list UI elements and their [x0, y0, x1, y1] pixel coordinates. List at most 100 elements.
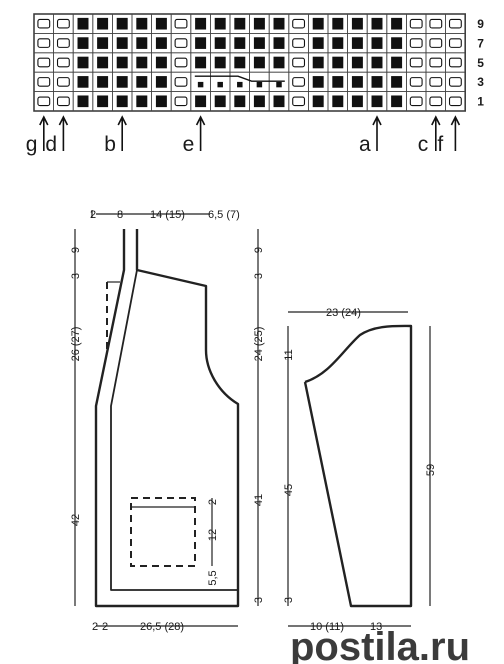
purl-stitch-mark	[97, 76, 109, 88]
purl-stitch-mark	[234, 17, 246, 30]
purl-stitch-mark	[97, 56, 109, 69]
dim-bottom-2a: 2	[92, 621, 98, 633]
arrow-marker	[372, 115, 382, 151]
purl-stitch-mark	[234, 56, 246, 69]
purl-stitch-mark	[253, 95, 265, 108]
dim-pocket-2: 2	[207, 499, 219, 505]
purl-stitch-mark	[253, 37, 265, 49]
knit-stitch-mark	[56, 18, 70, 29]
dim-left-3: 3	[70, 273, 82, 279]
purl-stitch-mark	[351, 76, 363, 88]
purl-stitch-mark	[195, 37, 207, 49]
purl-stitch-mark	[253, 17, 265, 30]
arrow-marker	[58, 115, 69, 151]
knit-stitch-mark	[56, 57, 70, 68]
purl-stitch-mark	[312, 37, 324, 49]
purl-stitch-mark	[273, 95, 285, 108]
purl-stitch-mark	[351, 17, 363, 30]
dim-bottom-2b: 2	[102, 621, 108, 633]
knit-stitch-mark	[429, 96, 443, 107]
purl-stitch-mark	[332, 37, 344, 49]
purl-stitch-mark	[116, 56, 128, 69]
arrow-label: a	[359, 133, 371, 156]
watermark: postila.ru	[290, 625, 470, 664]
row-label: 5	[477, 56, 484, 70]
knit-stitch-mark	[292, 38, 306, 48]
purl-stitch-mark	[116, 95, 128, 108]
purl-stitch-mark	[77, 56, 89, 69]
purl-stitch-mark	[332, 95, 344, 108]
row-label: 7	[477, 36, 484, 50]
purl-stitch-mark	[195, 95, 207, 108]
purl-stitch-mark	[371, 37, 383, 49]
purl-stitch-mark	[256, 81, 263, 88]
purl-stitch-mark	[391, 37, 403, 49]
knit-stitch-mark	[448, 38, 462, 48]
knit-stitch-mark	[448, 96, 462, 107]
purl-stitch-mark	[371, 17, 383, 30]
purl-stitch-mark	[312, 56, 324, 69]
purl-stitch-mark	[351, 37, 363, 49]
knit-stitch-mark	[448, 18, 462, 29]
dim-top-14: 14 (15)	[150, 209, 185, 221]
arrow-label: e	[183, 133, 195, 156]
dim-right-24: 24 (25)	[253, 327, 265, 362]
dim-bottom-26-5: 26,5 (28)	[140, 621, 184, 633]
dim-sleeve-59: 59	[425, 464, 437, 476]
purl-stitch-mark	[116, 76, 128, 88]
purl-stitch-mark	[214, 56, 226, 69]
purl-stitch-mark	[371, 76, 383, 88]
arrow-marker	[39, 115, 49, 151]
purl-stitch-mark	[97, 37, 109, 49]
purl-stitch-mark	[273, 17, 285, 30]
purl-stitch-mark	[391, 95, 403, 108]
purl-stitch-mark	[391, 17, 403, 30]
knit-stitch-mark	[448, 77, 462, 87]
purl-stitch-mark	[237, 81, 243, 88]
purl-stitch-mark	[136, 76, 148, 88]
purl-stitch-mark	[155, 56, 167, 69]
purl-stitch-mark	[351, 56, 363, 69]
dim-sleeve-3: 3	[283, 597, 295, 603]
dim-right-41: 41	[253, 494, 265, 506]
arrow-label: b	[104, 133, 116, 156]
knit-stitch-mark	[409, 96, 423, 107]
knit-stitch-mark	[56, 38, 70, 48]
purl-stitch-mark	[155, 37, 167, 49]
purl-stitch-mark	[155, 95, 167, 108]
purl-stitch-mark	[97, 95, 109, 108]
dim-top-6-5: 6,5 (7)	[208, 209, 240, 221]
arrow-label: c	[418, 133, 429, 156]
purl-stitch-mark	[155, 76, 167, 88]
purl-stitch-mark	[136, 17, 148, 30]
dim-pocket-12: 12	[207, 529, 219, 541]
chart-cell	[445, 91, 466, 112]
knit-stitch-mark	[292, 77, 306, 87]
purl-stitch-mark	[77, 37, 89, 49]
dim-right-3-bottom: 3	[253, 597, 265, 603]
purl-stitch-mark	[312, 17, 324, 30]
purl-stitch-mark	[371, 56, 383, 69]
pocket-outline	[130, 497, 196, 567]
dim-right-9: 9	[253, 247, 265, 253]
knit-stitch-mark	[292, 96, 306, 107]
knit-stitch-mark	[37, 77, 51, 87]
purl-stitch-mark	[217, 81, 223, 88]
knit-stitch-mark	[174, 96, 188, 107]
arrow-marker	[431, 115, 441, 151]
purl-stitch-mark	[77, 17, 89, 30]
dim-sleeve-11: 11	[283, 349, 295, 360]
sleeve-outline	[303, 324, 413, 608]
purl-stitch-mark	[234, 95, 246, 108]
purl-stitch-mark	[116, 37, 128, 49]
knit-stitch-mark	[37, 18, 51, 29]
purl-stitch-mark	[273, 37, 285, 49]
knit-stitch-mark	[292, 18, 306, 29]
purl-stitch-mark	[136, 95, 148, 108]
purl-stitch-mark	[136, 56, 148, 69]
knit-stitch-mark	[174, 57, 188, 68]
arrow-marker	[117, 115, 127, 151]
dim-sleeve-bottom-13: 13	[370, 621, 382, 633]
